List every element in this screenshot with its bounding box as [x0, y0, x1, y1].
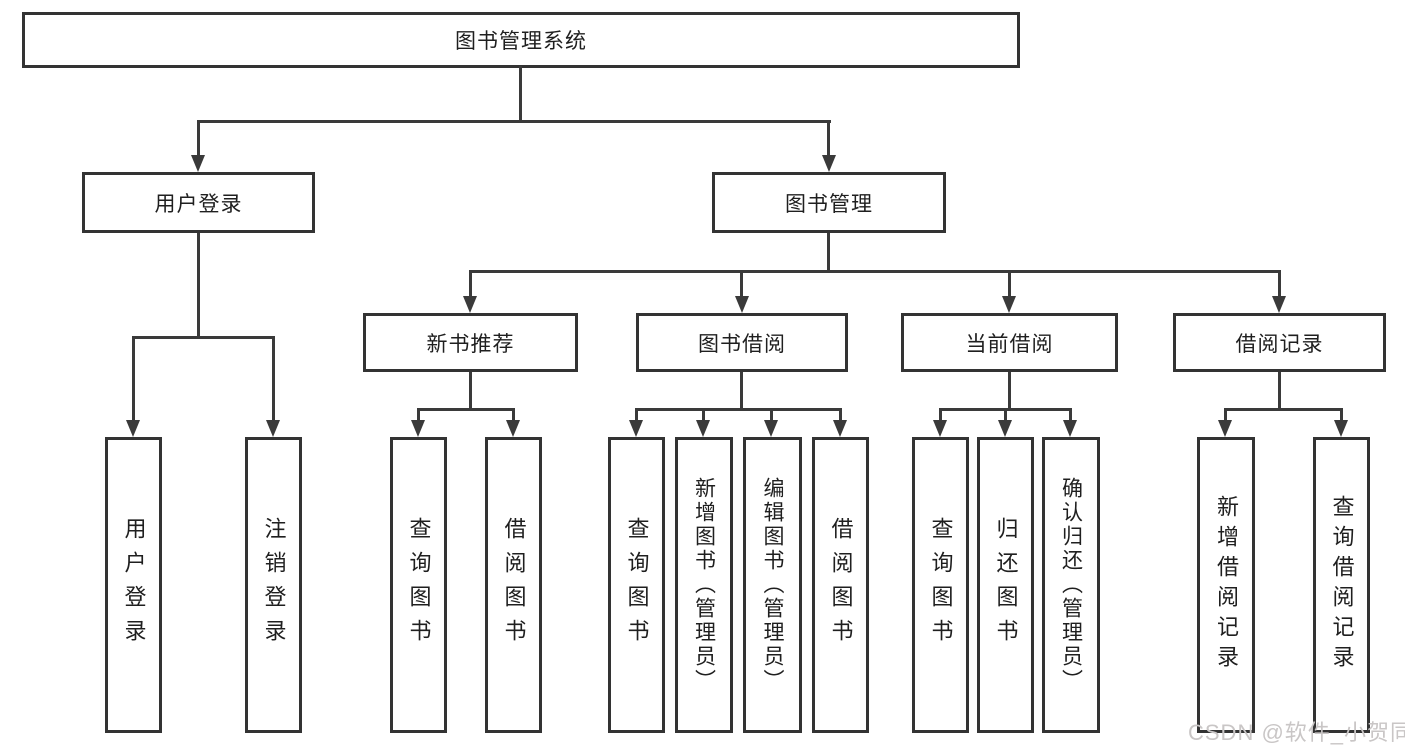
node-cb-return-books: 归还图书 — [977, 437, 1034, 733]
connector-user-login-stub — [197, 233, 200, 336]
connector-book-mgmt-rail — [469, 270, 1281, 273]
connector-new-book-rec-rail — [417, 408, 515, 411]
arrowhead-new-book-rec — [463, 296, 477, 313]
arrowhead-ul-logout — [266, 420, 280, 437]
node-borrow-record-label: 借阅记录 — [1235, 332, 1324, 356]
node-bb-edit-books: 编辑图书（管理员） — [743, 437, 802, 733]
node-cb-query-books: 查询图书 — [912, 437, 969, 733]
node-book-mgmt: 图书管理 — [712, 172, 946, 233]
connector-root-stub — [519, 66, 522, 122]
node-root: 图书管理系统 — [22, 12, 1020, 68]
node-bb-add-books: 新增图书（管理员） — [675, 437, 733, 733]
arrowhead-nb-borrow — [506, 420, 520, 437]
node-bb-query-books: 查询图书 — [608, 437, 665, 733]
node-nb-borrow-books-label: 借阅图书 — [501, 517, 527, 653]
connector-drop-user-login — [197, 120, 200, 158]
node-book-mgmt-label: 图书管理 — [785, 192, 873, 216]
node-book-borrow: 图书借阅 — [636, 313, 848, 372]
node-ul-logout: 注销登录 — [245, 437, 302, 733]
arrowhead-bb-add — [696, 420, 710, 437]
connector-drop-current-borrow — [1008, 270, 1011, 299]
connector-drop-bb-add — [702, 408, 705, 422]
arrowhead-bb-borrow — [833, 420, 847, 437]
connector-drop-bb-query — [635, 408, 638, 422]
connector-user-login-rail — [132, 336, 275, 339]
arrowhead-book-borrow — [735, 296, 749, 313]
node-ul-user-login-label: 用户登录 — [121, 517, 147, 653]
arrowhead-bb-query — [629, 420, 643, 437]
connector-drop-cb-confirm — [1069, 408, 1072, 422]
connector-current-borrow-stub — [1008, 372, 1011, 408]
arrowhead-user-login — [191, 155, 205, 172]
node-bb-borrow-books-label: 借阅图书 — [828, 517, 854, 653]
node-current-borrow-label: 当前借阅 — [965, 332, 1054, 356]
node-ul-logout-label: 注销登录 — [261, 517, 287, 653]
connector-drop-book-mgmt — [827, 120, 830, 158]
node-br-query-record-label: 查询借阅记录 — [1329, 495, 1355, 675]
arrowhead-cb-return — [998, 420, 1012, 437]
connector-drop-nb-borrow — [512, 408, 515, 422]
node-nb-borrow-books: 借阅图书 — [485, 437, 542, 733]
node-current-borrow: 当前借阅 — [901, 313, 1118, 372]
node-nb-query-books: 查询图书 — [390, 437, 447, 733]
connector-drop-new-book-rec — [469, 270, 472, 299]
node-user-login-label: 用户登录 — [154, 192, 243, 216]
node-cb-return-books-label: 归还图书 — [993, 517, 1019, 653]
node-bb-query-books-label: 查询图书 — [624, 517, 650, 653]
connector-book-mgmt-stub — [827, 233, 830, 270]
arrowhead-br-add — [1218, 420, 1232, 437]
connector-drop-br-query — [1340, 408, 1343, 422]
connector-drop-br-add — [1224, 408, 1227, 422]
arrowhead-nb-query — [411, 420, 425, 437]
node-borrow-record: 借阅记录 — [1173, 313, 1386, 372]
arrowhead-bb-edit — [764, 420, 778, 437]
arrowhead-br-query — [1334, 420, 1348, 437]
connector-drop-ul-user-login — [132, 336, 135, 422]
csdn-watermark: CSDN @软件_小贺同学 — [1188, 720, 1405, 745]
node-br-query-record: 查询借阅记录 — [1313, 437, 1370, 733]
connector-drop-borrow-record — [1278, 270, 1281, 299]
connector-drop-ul-logout — [272, 336, 275, 422]
node-bb-borrow-books: 借阅图书 — [812, 437, 869, 733]
connector-book-borrow-rail — [635, 408, 842, 411]
arrowhead-cb-confirm — [1063, 420, 1077, 437]
node-cb-confirm-return-label: 确认归还（管理员） — [1059, 477, 1083, 693]
node-root-label: 图书管理系统 — [455, 30, 587, 53]
node-bb-edit-books-label: 编辑图书（管理员） — [761, 477, 784, 693]
arrowhead-current-borrow — [1002, 296, 1016, 313]
connector-drop-cb-return — [1004, 408, 1007, 422]
arrowhead-borrow-record — [1272, 296, 1286, 313]
connector-borrow-record-rail — [1224, 408, 1343, 411]
node-new-book-rec-label: 新书推荐 — [426, 332, 515, 356]
node-br-add-record-label: 新增借阅记录 — [1214, 495, 1239, 675]
node-user-login: 用户登录 — [82, 172, 315, 233]
node-br-add-record: 新增借阅记录 — [1197, 437, 1255, 733]
arrowhead-cb-query — [933, 420, 947, 437]
connector-drop-bb-edit — [770, 408, 773, 422]
connector-borrow-record-stub — [1278, 372, 1281, 408]
arrowhead-ul-user-login — [126, 420, 140, 437]
connector-book-borrow-stub — [740, 372, 743, 408]
node-nb-query-books-label: 查询图书 — [406, 517, 432, 653]
connector-drop-book-borrow — [740, 270, 743, 299]
node-bb-add-books-label: 新增图书（管理员） — [692, 477, 716, 693]
node-book-borrow-label: 图书借阅 — [698, 332, 786, 356]
node-new-book-rec: 新书推荐 — [363, 313, 578, 372]
connector-new-book-rec-stub — [469, 372, 472, 408]
connector-root-rail — [197, 120, 831, 123]
node-cb-confirm-return: 确认归还（管理员） — [1042, 437, 1100, 733]
arrowhead-book-mgmt — [822, 155, 836, 172]
connector-drop-cb-query — [939, 408, 942, 422]
node-ul-user-login: 用户登录 — [105, 437, 162, 733]
connector-drop-bb-borrow — [839, 408, 842, 422]
node-cb-query-books-label: 查询图书 — [928, 517, 954, 653]
connector-drop-nb-query — [417, 408, 420, 422]
